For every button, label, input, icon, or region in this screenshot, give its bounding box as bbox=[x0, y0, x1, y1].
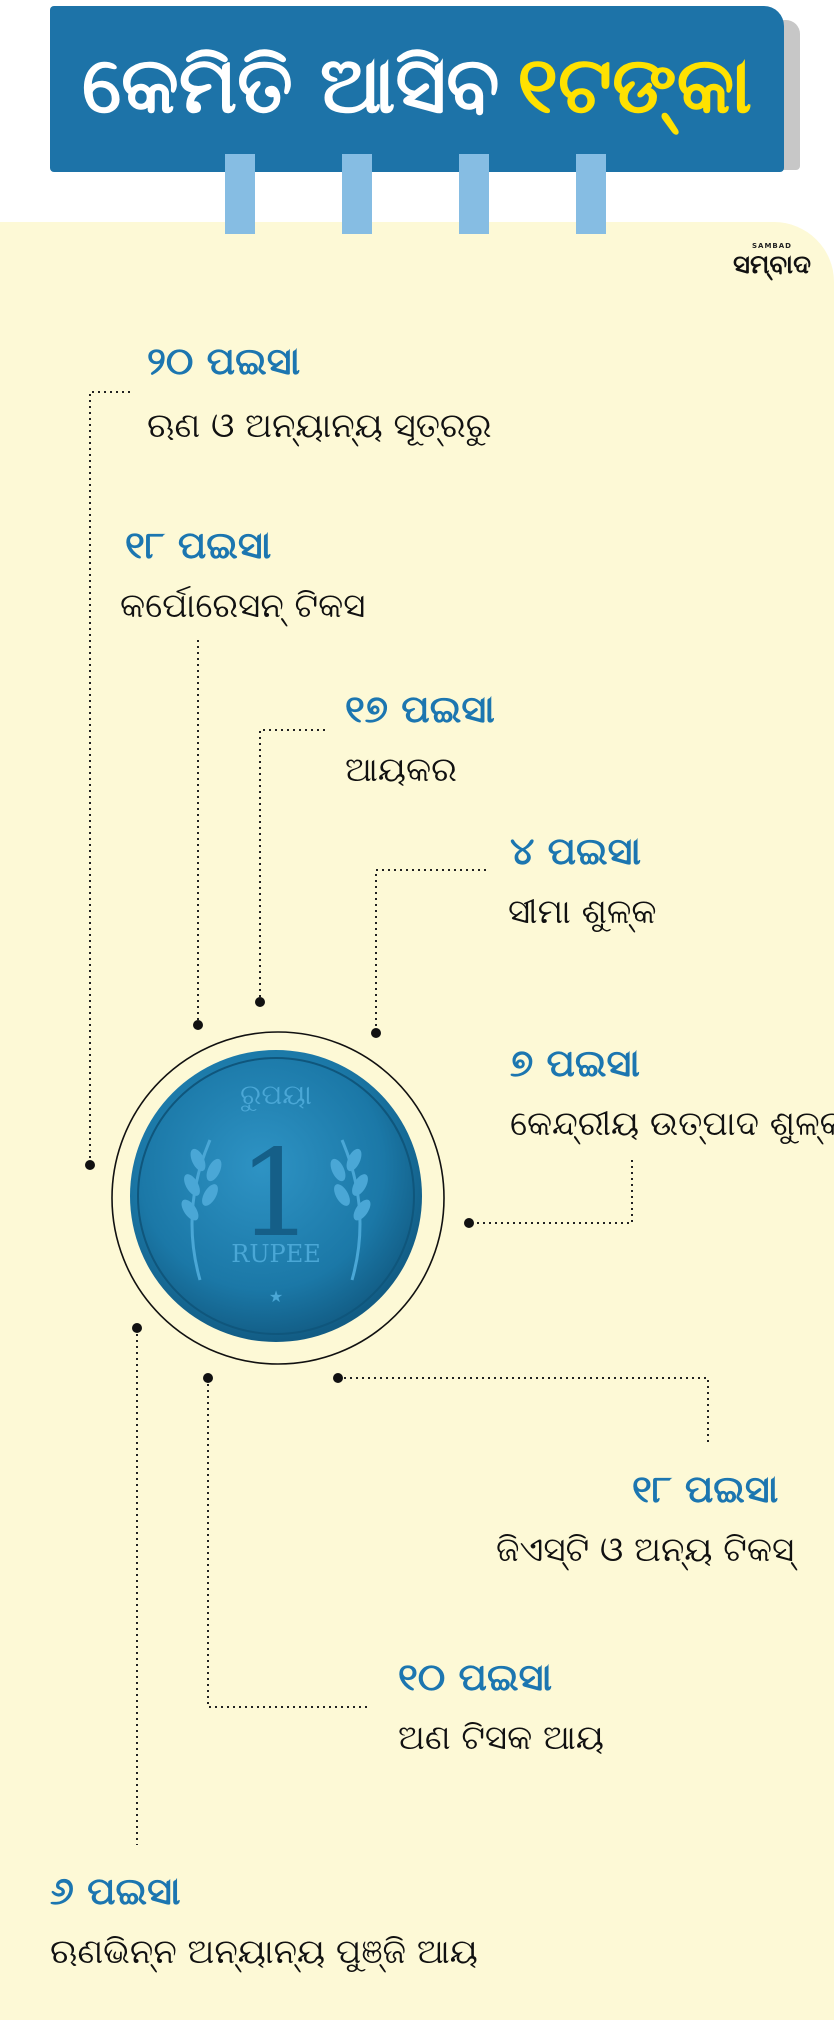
leader-line bbox=[338, 1377, 709, 1445]
logo-small-text: SAMBAD bbox=[752, 242, 792, 250]
source-label: କେନ୍ଦ୍ରୀୟ ଉତ୍ପାଦ ଶୁଳ୍କ bbox=[510, 1104, 834, 1144]
source-amount: ୭ ପଇସା bbox=[510, 1041, 640, 1085]
title-banner bbox=[50, 6, 784, 172]
source-label: ଋଣଭିନ୍ନ ଅନ୍ୟାନ୍ୟ ପୁଞ୍ଜି ଆୟ bbox=[50, 1932, 478, 1972]
wheat-grain-icon bbox=[181, 1148, 371, 1221]
background-panel bbox=[0, 222, 834, 2020]
banner-tab bbox=[459, 154, 489, 234]
source-label: ଋଣ ଓ ଅନ୍ୟାନ୍ୟ ସୂତ୍ରରୁ bbox=[147, 406, 492, 446]
leader-line bbox=[207, 1378, 370, 1708]
source-label: ଜିଏସ୍‌ଟି ଓ ଅନ୍ୟ ଟିକସ୍ bbox=[496, 1530, 795, 1570]
leader-line bbox=[259, 729, 325, 1002]
banner-tab bbox=[576, 154, 606, 234]
source-amount: ୧୮ ପଇସା bbox=[632, 1467, 779, 1511]
leader-dot bbox=[333, 1373, 343, 1383]
source-amount: ୧୦ ପଇସା bbox=[398, 1655, 553, 1699]
logo-text: ସମ୍ବାଦ bbox=[733, 250, 811, 280]
coin-numeral: 1 bbox=[238, 1125, 314, 1264]
source-amount: ୪ ପଇସା bbox=[510, 829, 642, 873]
leader-dot bbox=[193, 1020, 203, 1030]
leader-dot bbox=[85, 1160, 95, 1170]
source-label: ସୀମା ଶୁଳ୍କ bbox=[508, 892, 657, 932]
source-amount: ୧୭ ପଇସା bbox=[345, 687, 495, 731]
banner-tab bbox=[225, 154, 255, 234]
coin-top-text: ରୁପୟା bbox=[240, 1078, 312, 1111]
title-highlight: ୧ଟଙ୍କା bbox=[517, 41, 753, 131]
leader-dot bbox=[371, 1028, 381, 1038]
sambad-logo: SAMBAD ସମ୍ବାଦ bbox=[722, 242, 822, 282]
leader-dot bbox=[132, 1323, 142, 1333]
coin-denomination: RUPEE bbox=[231, 1240, 320, 1268]
source-amount: ୬ ପଇସା bbox=[50, 1869, 181, 1913]
leader-dot bbox=[255, 997, 265, 1007]
star-icon: ★ bbox=[269, 1287, 283, 1306]
source-amount: ୨୦ ପଇସା bbox=[147, 339, 301, 383]
leader-dot bbox=[203, 1373, 213, 1383]
leader-line bbox=[89, 391, 130, 1165]
banner-tab bbox=[342, 154, 372, 234]
one-rupee-coin: ରୁପୟା 1 RUPEE ★ bbox=[110, 1030, 446, 1366]
title-text: କେମିତି ଆସିବ bbox=[82, 41, 500, 131]
source-label: କର୍ପୋରେସନ୍ ଟିକସ bbox=[120, 586, 366, 626]
source-amount: ୧୮ ପଇସା bbox=[125, 523, 272, 567]
source-label: ଅଣ ଟିସକ ଆୟ bbox=[398, 1718, 604, 1758]
leader-line bbox=[469, 1160, 633, 1224]
source-label: ଆୟକର bbox=[345, 750, 457, 790]
leader-dot bbox=[464, 1218, 474, 1228]
leader-line bbox=[375, 869, 486, 1033]
